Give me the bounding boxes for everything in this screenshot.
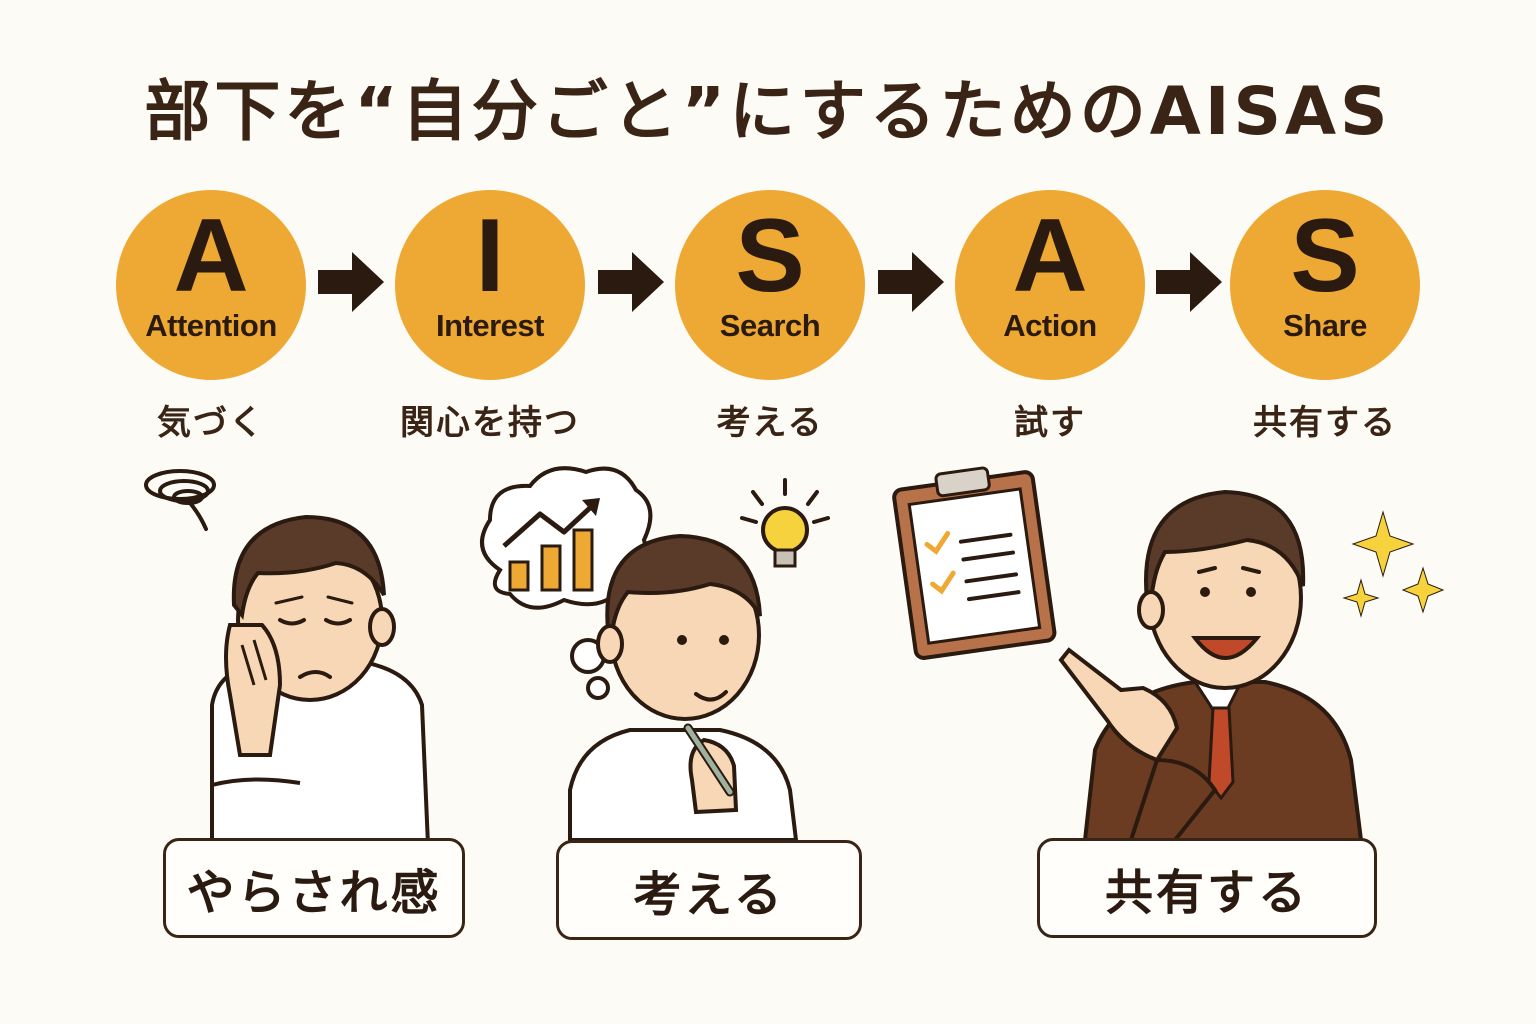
worried-person-illustration <box>144 469 431 847</box>
label-box-middle: 考える <box>556 840 862 940</box>
step-jp-label: 関心を持つ <box>400 403 580 443</box>
presenting-businessman-illustration <box>892 466 1445 842</box>
step-circle <box>116 190 306 380</box>
step-word: Share <box>1283 308 1367 343</box>
step-letter: S <box>735 198 805 314</box>
lightbulb-icon <box>740 478 830 568</box>
step-search: S Search 考える <box>675 190 865 443</box>
step-letter: A <box>1012 198 1088 314</box>
step-action: A Action 試す <box>955 190 1145 443</box>
arrow-right-icon <box>318 252 384 312</box>
sparkle-icon <box>1342 510 1445 618</box>
clipboard-checklist-icon <box>892 466 1057 660</box>
arrow-right-icon <box>1156 252 1222 312</box>
label-box-left: やらされ感 <box>163 838 465 938</box>
step-circle <box>675 190 865 380</box>
step-jp-label: 気づく <box>157 403 265 443</box>
step-circle <box>395 190 585 380</box>
step-letter: S <box>1290 198 1360 314</box>
step-word: Action <box>1003 308 1097 343</box>
step-attention: A Attention 気づく <box>116 190 306 443</box>
page-title: 部下を“自分ごと”にするためのAISAS <box>144 73 1392 150</box>
step-jp-label: 考える <box>716 403 824 443</box>
arrow-right-icon <box>598 252 664 312</box>
growth-chart-icon <box>502 498 600 592</box>
thinking-person-illustration <box>480 466 830 842</box>
step-circle <box>955 190 1145 380</box>
step-word: Attention <box>145 308 277 343</box>
step-interest: I Interest 関心を持つ <box>395 190 585 443</box>
label-box-right: 共有する <box>1037 838 1377 938</box>
step-jp-label: 共有する <box>1253 403 1397 443</box>
step-share: S Share 共有する <box>1230 190 1420 443</box>
arrow-right-icon <box>878 252 944 312</box>
step-word: Search <box>719 308 821 343</box>
step-letter: A <box>173 198 249 314</box>
step-word: Interest <box>436 308 544 343</box>
dizzy-swirl-icon <box>144 469 216 531</box>
step-circle <box>1230 190 1420 380</box>
step-letter: I <box>475 198 505 314</box>
step-jp-label: 試す <box>1014 403 1086 443</box>
